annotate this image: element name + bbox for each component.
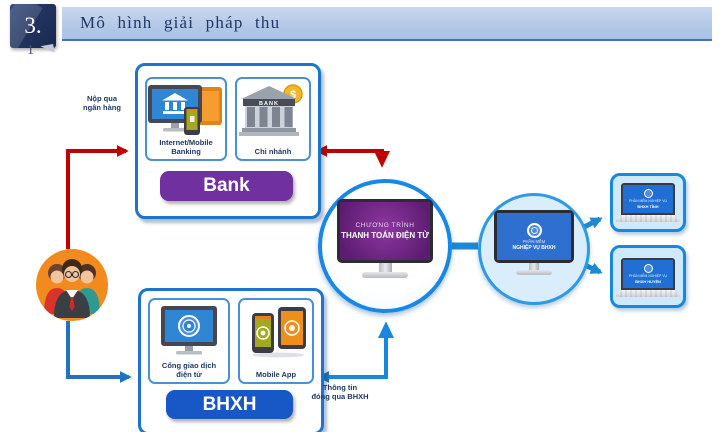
province-endpoint-box: PHẦN MỀM NGHIỆP VỤ BHXH TỈNH (610, 173, 686, 232)
bank-label-button: Bank (160, 171, 293, 201)
laptop-icon: PHẦN MỀM NGHIỆP VỤ BHXH HUYỆN (615, 258, 681, 297)
district-endpoint-box: PHẦN MỀM NGHIỆP VỤ BHXH HUYỆN (610, 245, 686, 308)
endpoint-line1: PHẦN MỀM NGHIỆP VỤ (629, 199, 667, 203)
monitor-base (362, 272, 408, 278)
page-title: Mô hình giải pháp thu (80, 13, 281, 32)
software-monitor: PHẦN MỀM NGHIỆP VỤ BHXH (494, 210, 574, 275)
software-title-line2: NGHIỆP VỤ BHXH (512, 244, 556, 251)
monitor-screen: CHƯƠNG TRÌNH THANH TOÁN ĐIỆN TỬ (340, 202, 430, 260)
via-bhxh-flow-label: Thông tin đóng qua BHXH (311, 383, 369, 402)
arrow-people-to-bank (66, 145, 129, 249)
section-subnumber: 1 (27, 43, 34, 58)
monitor-screen: PHẦN MỀM NGHIỆP VỤ BHXH (497, 213, 571, 260)
mobile-devices-icon (252, 307, 306, 358)
channel-label: Internet/Mobile (159, 138, 213, 147)
bank-group-box: Internet/Mobile Banking $ BANK Chi nhánh… (135, 63, 321, 219)
endpoint-line2: BHXH HUYỆN (635, 279, 661, 284)
via-bank-flow-label: Nộp qua ngân hàng (83, 94, 121, 113)
laptop-lid: PHẦN MỀM NGHIỆP VỤ BHXH HUYỆN (621, 258, 675, 290)
bhxh-emblem-icon (643, 189, 653, 198)
laptop-keyboard (615, 215, 681, 222)
channel-label: Chi nhánh (254, 147, 292, 156)
bhxh-emblem-icon (526, 222, 542, 238)
people-group-icon (36, 249, 108, 321)
arrow-bhxh-to-payment-hub (317, 321, 394, 383)
monitor-frame: CHƯƠNG TRÌNH THANH TOÁN ĐIỆN TỬ (337, 199, 433, 263)
laptop-icon: PHẦN MỀM NGHIỆP VỤ BHXH TỈNH (615, 183, 681, 222)
section-number: 3. (24, 13, 42, 38)
program-title-line2: THANH TOÁN ĐIỆN TỬ (341, 231, 429, 240)
monitor-stand (529, 263, 539, 270)
e-transaction-portal-channel: Cổng giao dịch điện tử (148, 298, 230, 384)
laptop-lid: PHẦN MỀM NGHIỆP VỤ BHXH TỈNH (621, 183, 675, 215)
coin-dollar-symbol: $ (290, 89, 296, 101)
payment-monitor: CHƯƠNG TRÌNH THANH TOÁN ĐIỆN TỬ (337, 199, 433, 278)
monitor-frame: PHẦN MỀM NGHIỆP VỤ BHXH (494, 210, 574, 263)
laptop-keyboard (615, 290, 681, 297)
bank-branch-channel: $ BANK Chi nhánh (235, 77, 311, 161)
channel-label: Mobile App (255, 370, 297, 379)
bhxh-emblem-icon (643, 264, 653, 273)
mobile-app-channel: Mobile App (238, 298, 314, 384)
participants-icon (33, 246, 111, 324)
channel-label: điện tử (176, 370, 202, 379)
bank-building-icon: $ BANK (239, 84, 303, 136)
arrow-bank-to-payment-hub (315, 145, 390, 168)
bhxh-group-box: Cổng giao dịch điện tử Mobile App BHXH (138, 288, 324, 432)
laptop-screen: PHẦN MỀM NGHIỆP VỤ BHXH HUYỆN (623, 260, 673, 288)
program-title-line1: CHƯƠNG TRÌNH (355, 222, 415, 229)
bhxh-software-hub: PHẦN MỀM NGHIỆP VỤ BHXH (478, 193, 590, 305)
title-bar: Mô hình giải pháp thu (62, 7, 712, 41)
internet-mobile-banking-channel: Internet/Mobile Banking (145, 77, 227, 161)
bank-sign: BANK (259, 101, 279, 107)
laptop-screen: PHẦN MỀM NGHIỆP VỤ BHXH TỈNH (623, 185, 673, 213)
endpoint-line2: BHXH TỈNH (637, 204, 659, 209)
page-curl-decoration (40, 43, 55, 56)
monitor-stand (378, 263, 392, 272)
endpoint-line1: PHẦN MỀM NGHIỆP VỤ (629, 274, 667, 278)
channel-label: Cổng giao dịch (161, 361, 217, 370)
channel-label: Banking (171, 147, 201, 156)
section-number-box: 3. (10, 4, 56, 48)
software-title-line1: PHẦN MỀM (522, 238, 546, 244)
monitor-base (516, 270, 552, 275)
payment-program-hub: CHƯƠNG TRÌNH THANH TOÁN ĐIỆN TỬ (318, 179, 452, 313)
internet-mobile-banking-icon (148, 85, 222, 135)
portal-monitor-icon (161, 306, 217, 355)
bhxh-label-button: BHXH (166, 390, 293, 419)
arrow-people-to-bhxh (66, 321, 132, 383)
